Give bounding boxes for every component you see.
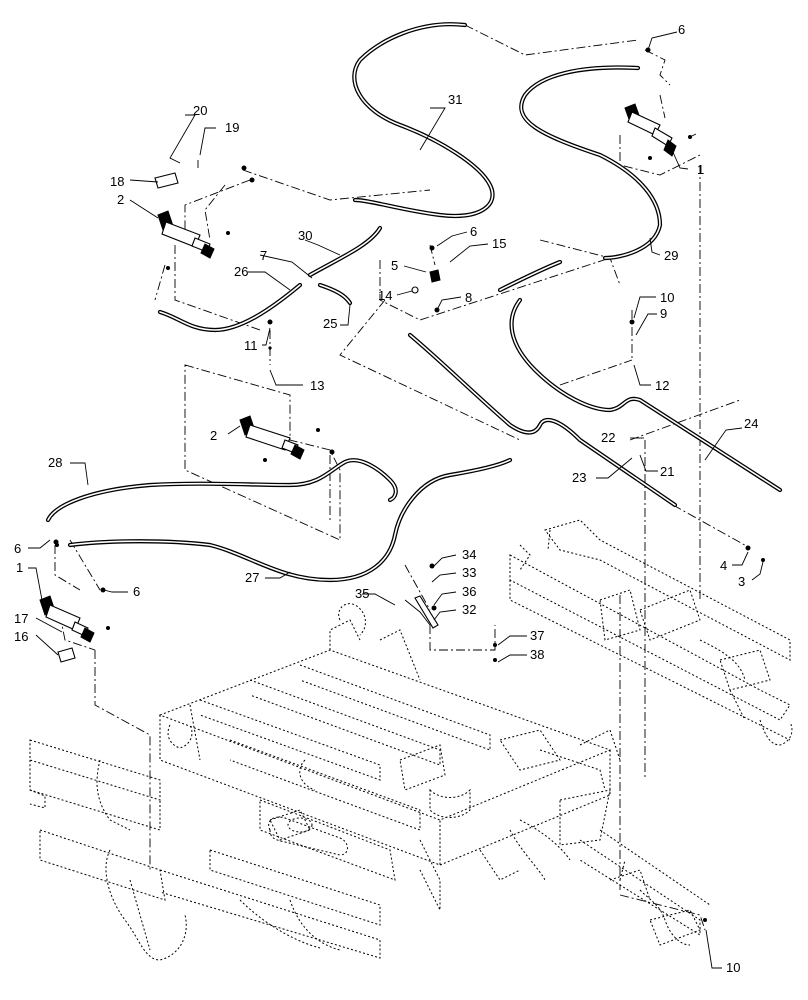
callout-10a: 10 (660, 290, 674, 305)
callout-6c: 6 (14, 541, 21, 556)
callout-3: 3 (738, 574, 745, 589)
hose-30 (307, 225, 383, 278)
hose-27 (67, 457, 513, 583)
callout-19: 19 (225, 120, 239, 135)
callout-26: 26 (234, 264, 248, 279)
callout-27: 27 (245, 570, 259, 585)
leader-lines (28, 31, 764, 969)
callout-1a: 1 (697, 162, 704, 177)
routing-phantom-lines (54, 24, 751, 931)
callout-37: 37 (530, 628, 544, 643)
callout-4: 4 (720, 558, 727, 573)
hose-26 (157, 282, 303, 333)
callout-24: 24 (744, 416, 758, 431)
callout-32: 32 (462, 602, 476, 617)
callout-9: 9 (660, 306, 667, 321)
callout-29: 29 (664, 248, 678, 263)
callout-11: 11 (244, 338, 258, 353)
callout-36: 36 (462, 584, 476, 599)
hose-28 (45, 458, 398, 523)
hose-23 (407, 332, 678, 508)
callout-21: 21 (660, 464, 674, 479)
cylinder-lower-left (39, 539, 110, 663)
callout-2b: 2 (210, 428, 217, 443)
callout-16: 16 (14, 629, 28, 644)
callout-2a: 2 (117, 192, 124, 207)
callout-33: 33 (462, 565, 476, 580)
hose-25 (317, 282, 353, 306)
callout-6d: 6 (133, 584, 140, 599)
cylinder-top-left (154, 160, 255, 270)
hoses (45, 22, 783, 583)
callout-34: 34 (462, 547, 476, 562)
callout-6b: 6 (470, 224, 477, 239)
callout-35: 35 (355, 586, 369, 601)
callout-30: 30 (298, 228, 312, 243)
fittings-center (55, 47, 765, 922)
callout-22: 22 (601, 430, 615, 445)
callout-5: 5 (391, 258, 398, 273)
callout-18: 18 (110, 174, 124, 189)
callout-13: 13 (310, 378, 324, 393)
callout-20: 20 (193, 103, 207, 118)
callout-17: 17 (14, 611, 28, 626)
hose-29 (519, 65, 663, 261)
callout-10b: 10 (726, 960, 740, 975)
callout-38: 38 (530, 647, 544, 662)
callout-labels: 31 6 1 29 20 19 18 2 30 7 26 25 11 13 6 … (14, 22, 758, 975)
callout-8: 8 (465, 290, 472, 305)
callout-12: 12 (655, 378, 669, 393)
callout-25: 25 (323, 316, 337, 331)
callout-31: 31 (448, 92, 462, 107)
cylinder-top-right (624, 103, 697, 160)
callout-7: 7 (260, 248, 267, 263)
callout-1b: 1 (16, 560, 23, 575)
callout-15: 15 (492, 236, 506, 251)
cylinder-middle (239, 415, 335, 462)
machine-frame (29, 519, 793, 961)
callout-14: 14 (378, 288, 392, 303)
hose-31 (352, 22, 495, 219)
callout-28: 28 (48, 455, 62, 470)
callout-23: 23 (572, 470, 586, 485)
callout-6a: 6 (678, 22, 685, 37)
